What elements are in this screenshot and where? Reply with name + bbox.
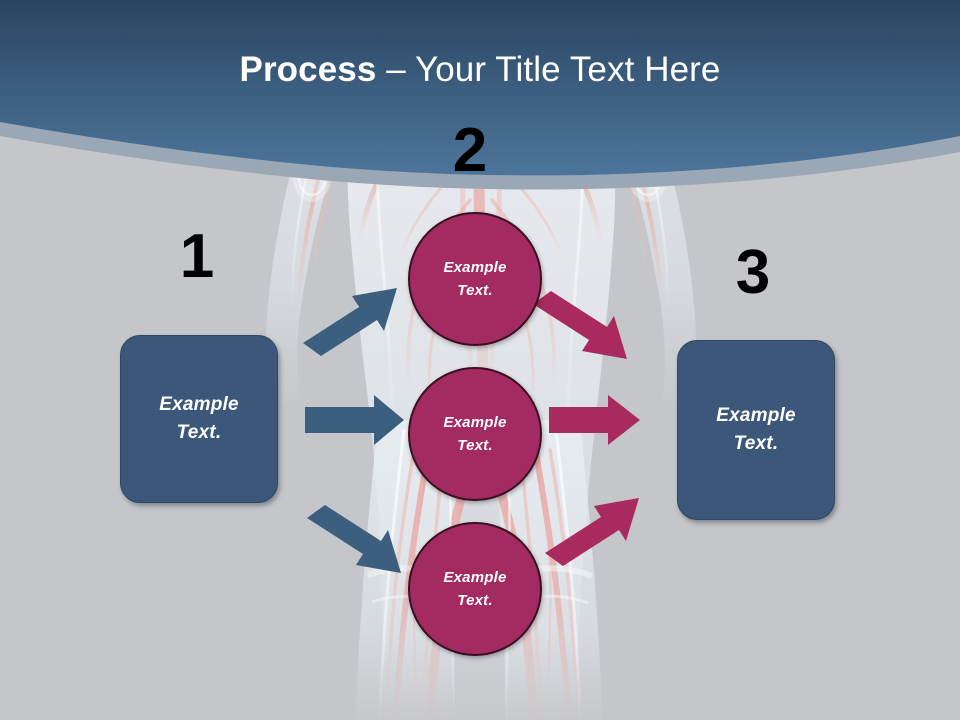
page-title-rest: Your Title Text Here [415,50,721,89]
process-circle-2-line2: Text. [457,437,493,454]
page-title: Process – Your Title Text Here [0,50,960,90]
arrow-start-to-circle-2 [305,395,404,445]
arrow-start-to-circle-3 [307,505,401,573]
page-title-separator: – [376,50,415,89]
page-title-strong: Process [239,50,377,89]
process-circle-3[interactable]: Example Text. [408,522,542,656]
process-circle-3-line2: Text. [457,592,493,609]
process-box-end-line1: Example [716,404,796,426]
arrow-circle-3-to-end [545,498,639,566]
arrow-circle-1-to-end [533,291,627,359]
step-number-2: 2 [452,116,488,185]
process-box-end[interactable]: Example Text. [677,340,835,520]
process-box-start-line2: Text. [176,422,222,443]
step-number-1: 1 [179,222,215,291]
process-circle-1-line2: Text. [457,282,493,299]
arrow-circle-2-to-end [549,395,640,445]
process-circle-2[interactable]: Example Text. [408,367,542,501]
process-circle-1[interactable]: Example Text. [408,212,542,346]
process-circle-3-line1: Example [443,568,507,586]
process-box-start[interactable]: Example Text. [120,335,278,503]
process-box-start-line1: Example [159,393,239,415]
process-circle-2-line1: Example [443,413,507,431]
arrow-start-to-circle-1 [303,288,397,356]
step-number-3: 3 [735,238,771,307]
process-box-end-line2: Text. [733,433,779,454]
process-circle-1-line1: Example [443,258,507,276]
